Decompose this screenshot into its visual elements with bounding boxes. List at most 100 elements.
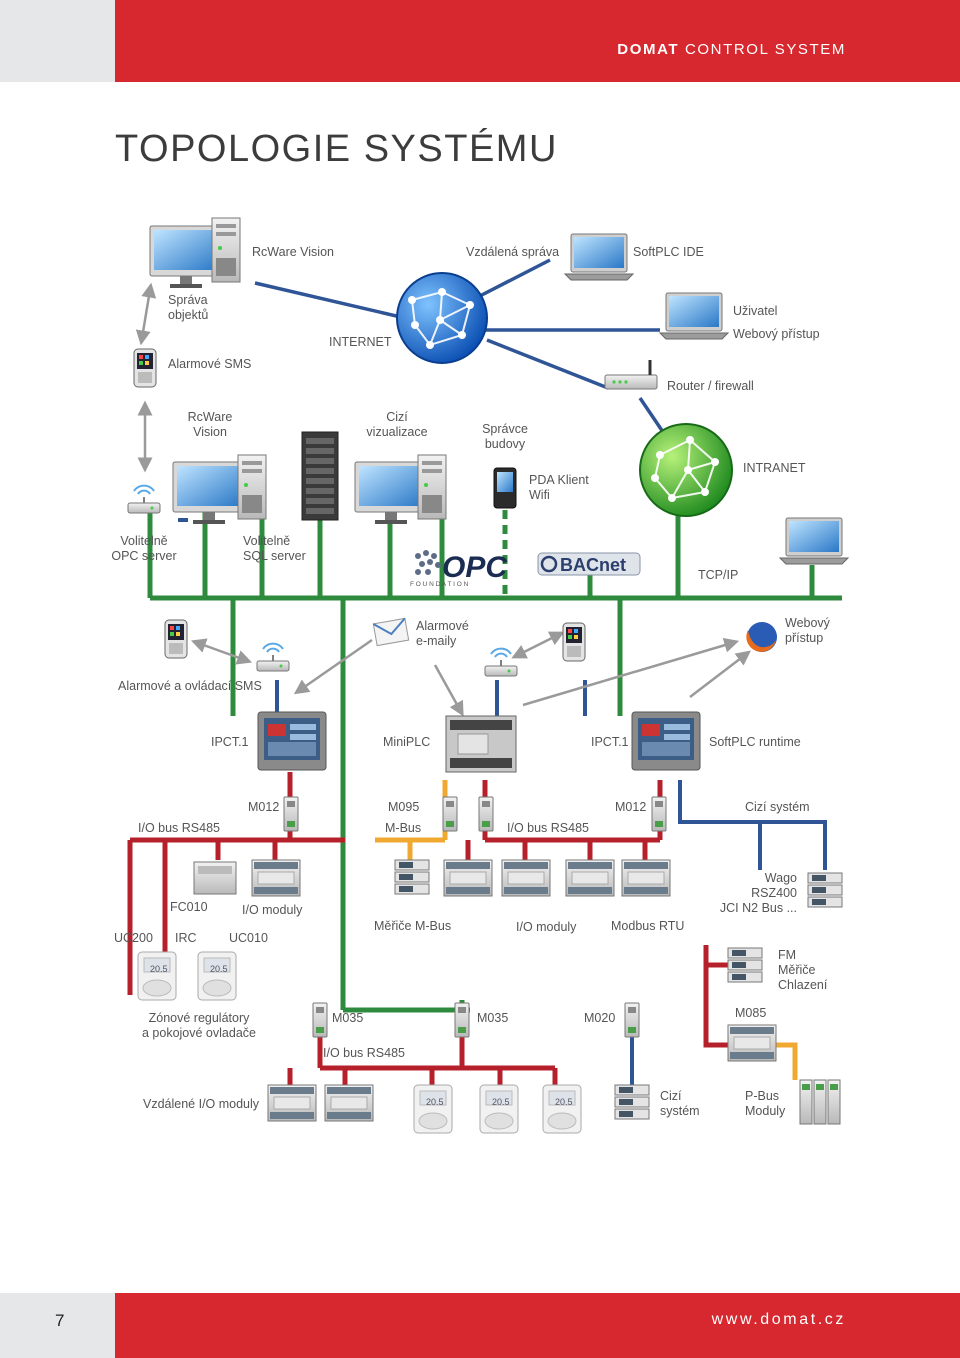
m035-left-label: M035 <box>332 1011 364 1025</box>
wifi-ap-left-icon <box>127 484 161 514</box>
ipct1-panel-right-icon <box>631 711 701 771</box>
router-label: Router / firewall <box>667 379 754 393</box>
footer-grey-block <box>0 1293 115 1358</box>
room-controller-1-icon <box>137 951 177 1001</box>
io-module-3-icon <box>565 859 615 897</box>
m085-label: M085 <box>735 1006 767 1020</box>
ipct1-left-label: IPCT.1 <box>211 735 249 749</box>
cizi-viz-monitor-icon <box>354 461 428 525</box>
svg-text:BACnet: BACnet <box>560 555 626 575</box>
ipct1-panel-left-icon <box>257 711 327 771</box>
ipct1-right-label: IPCT.1 <box>591 735 629 749</box>
thermo-2-icon <box>479 1084 519 1134</box>
wifi-ap-right-icon <box>484 647 518 677</box>
modbus-module-icon <box>621 859 671 897</box>
softplc-laptop-icon <box>564 233 634 281</box>
svg-text:F O U N D A T I O N: F O U N D A T I O N <box>410 581 469 588</box>
cizi-viz-tower-icon <box>417 454 447 520</box>
router-icon <box>604 360 658 390</box>
internet-globe-icon <box>396 272 488 364</box>
io-moduly-right-label: I/O moduly <box>516 920 577 934</box>
pda-icon <box>493 467 517 509</box>
header-red-band <box>115 0 960 82</box>
wago-device-icon <box>807 872 843 908</box>
uc010-label: UC010 <box>229 931 268 945</box>
pbus-module-icon <box>799 1079 841 1125</box>
svg-text:OPC: OPC <box>442 551 508 584</box>
m095-io-icon <box>478 796 494 832</box>
modbus-rtu-label: Modbus RTU <box>611 919 685 933</box>
intranet-label: INTRANET <box>743 461 806 475</box>
m020-icon <box>624 1002 640 1038</box>
fc010-icon <box>193 861 237 895</box>
ctrl-sms-phone-icon <box>164 619 188 659</box>
m012-left-label: M012 <box>248 800 280 814</box>
svg-text:20.5: 20.5 <box>555 1097 573 1107</box>
mbus-meters-label: Měřiče M-Bus <box>374 919 452 933</box>
rcware-vision-label: RcWare Vision <box>252 245 334 259</box>
io-bus-right-label: I/O bus RS485 <box>507 821 589 835</box>
io-module-1-icon <box>443 859 493 897</box>
cizi-system-device-icon <box>614 1084 650 1120</box>
m035-right-icon <box>454 1002 470 1038</box>
brand-text: DOMAT CONTROL SYSTEM <box>617 41 846 58</box>
remote-io-label: Vzdálené I/O moduly <box>143 1097 260 1111</box>
m095-icon <box>442 796 458 832</box>
svg-text:20.5: 20.5 <box>426 1097 444 1107</box>
miniplc-label: MiniPLC <box>383 735 431 749</box>
firefox-icon <box>746 622 777 652</box>
opc-logo-icon: OPC F O U N D A T I O N <box>410 550 508 588</box>
bacnet-logo-icon: BACnet <box>537 552 641 576</box>
cizi-system-label: Cizí systém <box>745 800 810 814</box>
m035-right-label: M035 <box>477 1011 509 1025</box>
footer-red-band <box>115 1293 960 1358</box>
io-module-left-icon <box>251 859 301 897</box>
m095-label: M095 <box>388 800 420 814</box>
m035-left-icon <box>312 1002 328 1038</box>
remote-admin-label: Vzdálená správa <box>466 245 560 259</box>
svg-text:20.5: 20.5 <box>150 964 168 974</box>
alarm-sms-label: Alarmové SMS <box>168 357 252 371</box>
intranet-globe-icon <box>639 423 733 517</box>
header-grey-block <box>0 0 115 82</box>
rcware-monitor-icon <box>149 225 223 289</box>
m020-label: M020 <box>584 1011 616 1025</box>
uc200-label: UC200 <box>114 931 153 945</box>
thermo-3-icon <box>542 1084 582 1134</box>
tcpip-label: TCP/IP <box>698 568 739 582</box>
io-module-2-icon <box>501 859 551 897</box>
page-title: TOPOLOGIE SYSTÉMU <box>115 128 558 170</box>
internet-label: INTERNET <box>329 335 392 349</box>
rcware-tower-icon <box>211 217 241 283</box>
thermo-1-icon <box>413 1084 453 1134</box>
mbus-label: M-Bus <box>385 821 422 835</box>
softplc-runtime-label: SoftPLC runtime <box>709 735 801 749</box>
wifi-ap-mid-icon <box>256 642 290 672</box>
website-link[interactable]: www.domat.cz <box>711 1311 846 1328</box>
remote-io-2-icon <box>324 1084 374 1122</box>
alarm-ctrl-sms-label: Alarmové a ovládací SMS <box>118 679 262 693</box>
io-bus-left-label: I/O bus RS485 <box>138 821 220 835</box>
fc010-label: FC010 <box>170 900 208 914</box>
sms-phone-right-icon <box>562 622 586 662</box>
room-controller-2-icon <box>197 951 237 1001</box>
m012-right-icon <box>651 796 667 832</box>
io-moduly-left-label: I/O moduly <box>242 903 303 917</box>
page-number: 7 <box>55 1311 65 1330</box>
svg-text:20.5: 20.5 <box>210 964 228 974</box>
user-laptop-icon <box>659 292 729 340</box>
